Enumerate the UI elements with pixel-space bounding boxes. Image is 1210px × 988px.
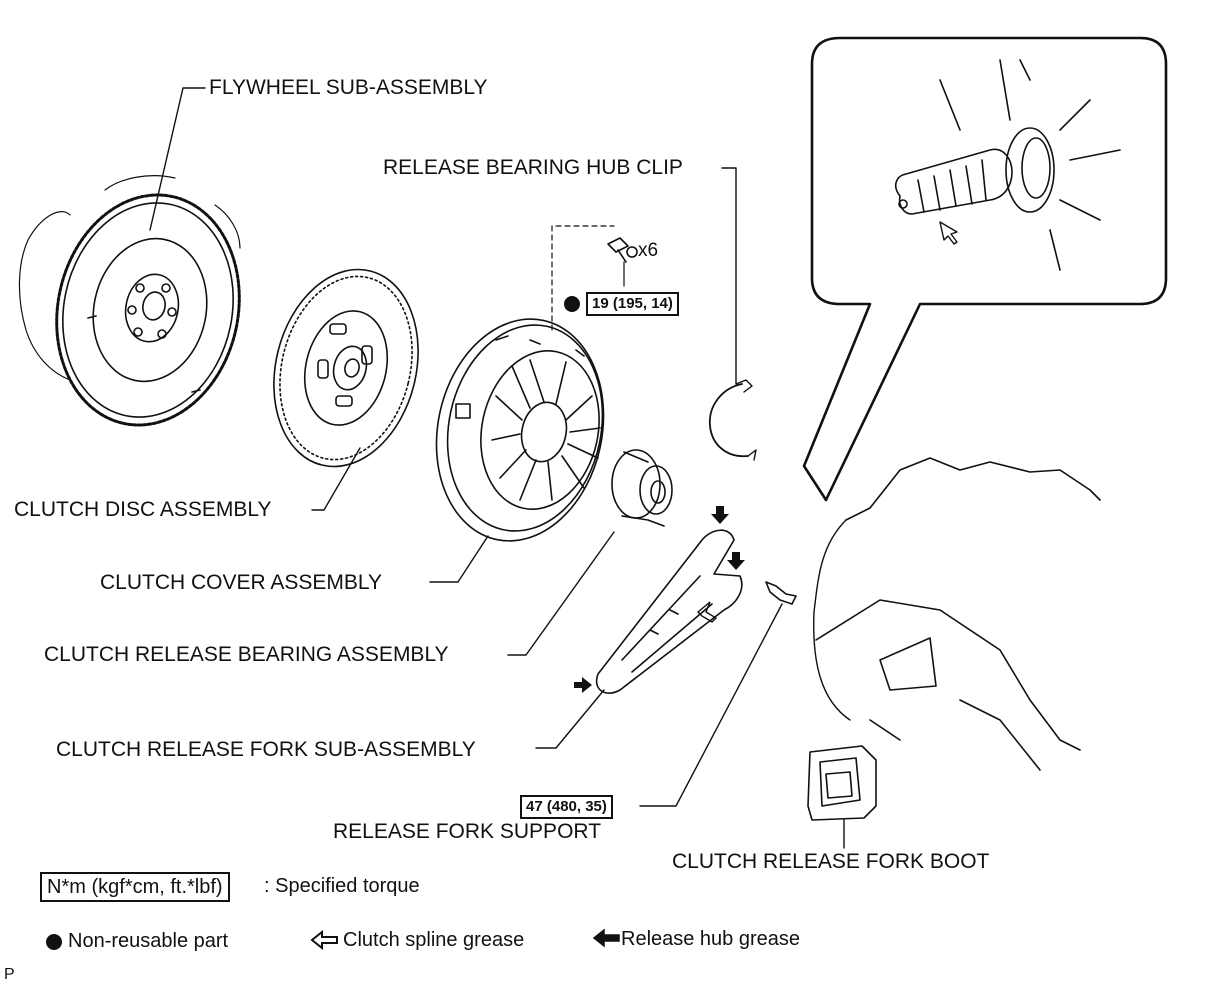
bolt-quantity: x6: [638, 240, 659, 261]
label-clutch-cover: CLUTCH COVER ASSEMBLY: [100, 571, 383, 594]
legend-torque-text: : Specified torque: [264, 875, 420, 897]
flywheel-drawing: [18, 175, 241, 427]
footer-code: P: [4, 966, 15, 983]
release-bearing-drawing: [611, 449, 673, 527]
label-clutch-disc: CLUTCH DISC ASSEMBLY: [14, 498, 272, 521]
torque-cover-bolt: 19 (195, 14): [586, 292, 679, 316]
torque-fork-support: 47 (480, 35): [520, 795, 613, 819]
bolt-drawing: [607, 237, 638, 263]
grease-arrows: [574, 506, 745, 693]
label-hub-clip: RELEASE BEARING HUB CLIP: [383, 156, 683, 179]
release-fork-drawing: [595, 529, 743, 694]
clutch-disc-drawing: [273, 268, 419, 468]
legend-non-reusable: Non-reusable part: [68, 930, 229, 952]
clutch-cover-drawing: [435, 318, 605, 542]
outline-arrow-icon: [310, 930, 338, 950]
fork-support-drawing: [765, 581, 797, 605]
non-reusable-dot-icon: [46, 934, 62, 950]
non-reusable-marker: [564, 296, 580, 312]
input-shaft-drawing: [894, 59, 1121, 271]
label-release-bearing: CLUTCH RELEASE BEARING ASSEMBLY: [44, 643, 449, 666]
label-release-fork: CLUTCH RELEASE FORK SUB-ASSEMBLY: [56, 738, 476, 761]
fork-boot-drawing: [807, 745, 877, 821]
legend-torque-unit: N*m (kgf*cm, ft.*lbf): [40, 872, 230, 902]
label-fork-support: RELEASE FORK SUPPORT: [333, 820, 602, 843]
label-fork-boot: CLUTCH RELEASE FORK BOOT: [672, 850, 990, 873]
legend-hub-grease: Release hub grease: [621, 928, 801, 950]
filled-arrow-icon: [592, 928, 620, 948]
legend-spline-grease: Clutch spline grease: [343, 929, 525, 951]
transmission-drawing: [813, 457, 1101, 771]
label-flywheel: FLYWHEEL SUB-ASSEMBLY: [209, 76, 488, 99]
